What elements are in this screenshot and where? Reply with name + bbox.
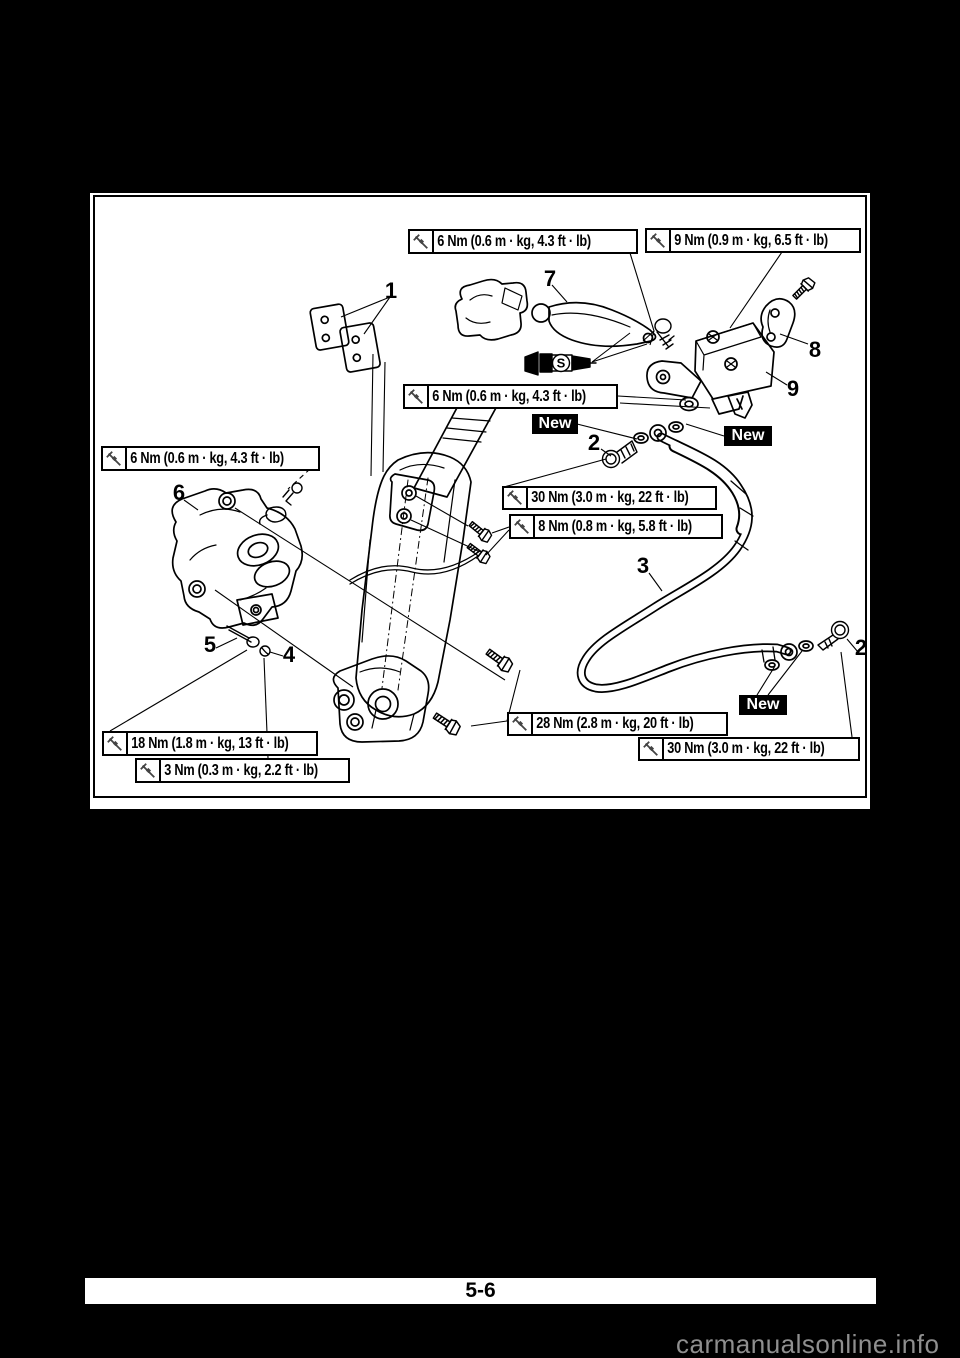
torque-wrench-icon [137,760,161,781]
torque-label-6nm-middle: 6 Nm (0.6 m · kg, 4.3 ft · lb) [403,384,618,409]
new-part-tag: New [532,414,578,434]
torque-label-3nm-bottom: 3 Nm (0.3 m · kg, 2.2 ft · lb) [135,758,350,783]
page-number: 5-6 [465,1279,496,1302]
torque-wrench-icon [504,488,528,508]
torque-label-text: 3 Nm (0.3 m · kg, 2.2 ft · lb) [164,761,318,779]
torque-label-text: 30 Nm (3.0 m · kg, 22 ft · lb) [531,489,689,506]
torque-label-text: 6 Nm (0.6 m · kg, 4.3 ft · lb) [432,387,586,405]
torque-label-18nm-bottom: 18 Nm (1.8 m · kg, 13 ft · lb) [102,731,318,756]
part-callout-3: 3 [636,553,650,578]
torque-label-28nm-bottom: 28 Nm (2.8 m · kg, 20 ft · lb) [507,712,728,736]
torque-label-text: 9 Nm (0.9 m · kg, 6.5 ft · lb) [674,231,828,249]
new-part-tag: New [724,426,772,446]
torque-wrench-icon [405,386,429,407]
torque-label-6nm-left: 6 Nm (0.6 m · kg, 4.3 ft · lb) [101,446,320,471]
part-callout-9: 9 [786,376,800,401]
torque-label-text: 8 Nm (0.8 m · kg, 5.8 ft · lb) [538,517,692,535]
diagram-frame [93,195,867,798]
torque-label-text: 28 Nm (2.8 m · kg, 20 ft · lb) [536,715,694,732]
torque-label-text: 18 Nm (1.8 m · kg, 13 ft · lb) [131,734,289,752]
part-callout-1: 1 [384,278,398,303]
part-callout-5: 5 [203,632,217,657]
part-callout-2-lower: 2 [854,635,868,660]
torque-label-text: 6 Nm (0.6 m · kg, 4.3 ft · lb) [130,449,284,467]
torque-label-30nm-middle: 30 Nm (3.0 m · kg, 22 ft · lb) [502,486,717,510]
part-callout-6: 6 [172,480,186,505]
part-callout-4: 4 [282,642,296,667]
watermark-text: carmanualsonline.info [676,1329,940,1358]
new-part-tag: New [739,695,787,715]
torque-label-text: 30 Nm (3.0 m · kg, 22 ft · lb) [667,740,825,757]
torque-label-6nm-top: 6 Nm (0.6 m · kg, 4.3 ft · lb) [408,229,638,254]
torque-wrench-icon [104,733,128,754]
torque-label-30nm-bottom: 30 Nm (3.0 m · kg, 22 ft · lb) [638,737,860,761]
part-callout-8: 8 [808,337,822,362]
torque-wrench-icon [647,230,671,251]
torque-label-8nm-middle: 8 Nm (0.8 m · kg, 5.8 ft · lb) [509,514,723,539]
torque-label-9nm-top: 9 Nm (0.9 m · kg, 6.5 ft · lb) [645,228,861,253]
torque-wrench-icon [640,739,664,759]
footer-bar: 5-6 [85,1278,876,1304]
torque-wrench-icon [511,516,535,537]
part-callout-7: 7 [543,266,557,291]
torque-wrench-icon [509,714,533,734]
torque-wrench-icon [410,231,434,252]
torque-wrench-icon [103,448,127,469]
part-callout-2-upper: 2 [587,430,601,455]
torque-label-text: 6 Nm (0.6 m · kg, 4.3 ft · lb) [437,232,591,250]
grease-symbol-letter: S [556,355,566,371]
